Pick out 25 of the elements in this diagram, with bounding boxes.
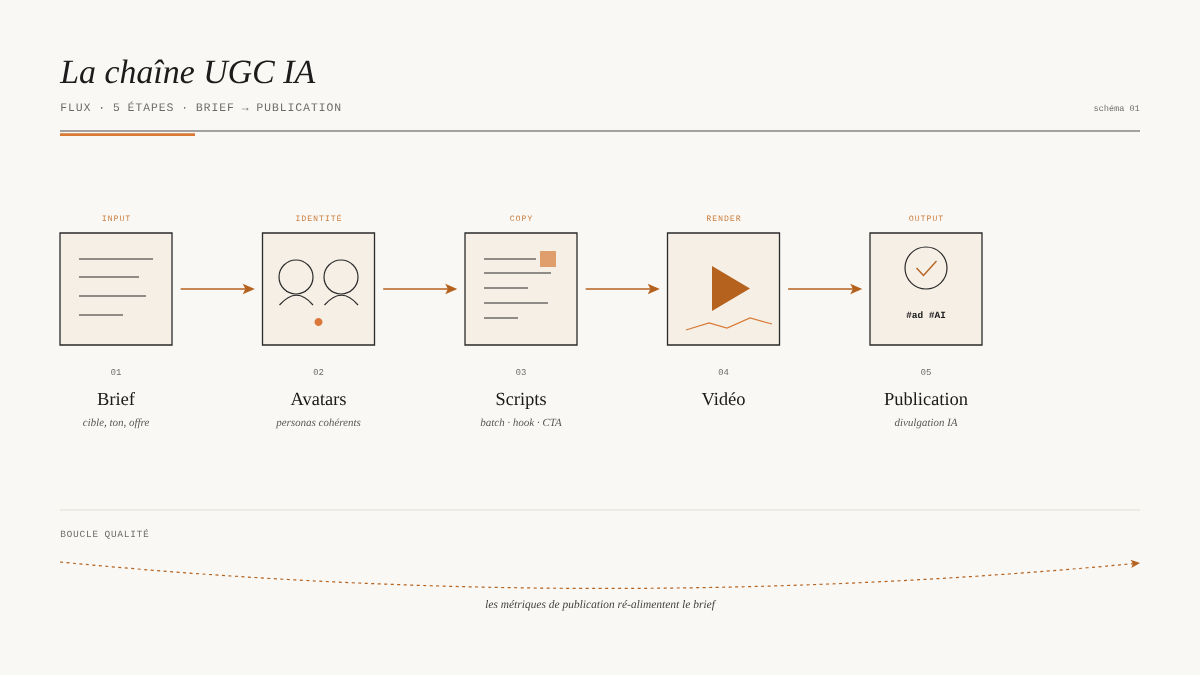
hashtag-text: #ad #AI: [906, 311, 946, 319]
reference-text: schéma 01: [1094, 104, 1140, 112]
step-number: 01: [111, 369, 121, 376]
stage-caption: cible, ton, offre: [83, 418, 150, 429]
stage-caption: personas cohérents: [275, 418, 361, 429]
stage-title: Brief: [97, 392, 135, 406]
step-number: 02: [313, 369, 324, 376]
stage-title: Scripts: [496, 392, 546, 409]
stage-category: RENDER: [707, 215, 741, 221]
subtitle: FLUX · 5 ÉTAPES · BRIEF → PUBLICATION: [61, 101, 341, 112]
step-number: 05: [921, 369, 931, 376]
loop-caption: les métriques de publication ré-alimentent le brief: [485, 599, 717, 611]
stage-category: OUTPUT: [909, 215, 943, 222]
stage-title: Vidéo: [701, 392, 745, 406]
title: La chaîne UGC IA: [59, 59, 316, 84]
section-label: BOUCLE QUALITÉ: [60, 529, 149, 539]
stage-caption: batch · hook · CTA: [480, 418, 562, 427]
stage-category: IDENTITÉ: [296, 214, 342, 221]
step-number: 03: [516, 369, 526, 376]
stage-title: Avatars: [290, 392, 346, 406]
stage-category: INPUT: [102, 215, 130, 222]
stage-title: Publication: [884, 392, 968, 406]
stage-caption: divulgation IA: [894, 418, 958, 429]
step-number: 04: [718, 369, 729, 376]
stage-category: COPY: [510, 215, 533, 222]
